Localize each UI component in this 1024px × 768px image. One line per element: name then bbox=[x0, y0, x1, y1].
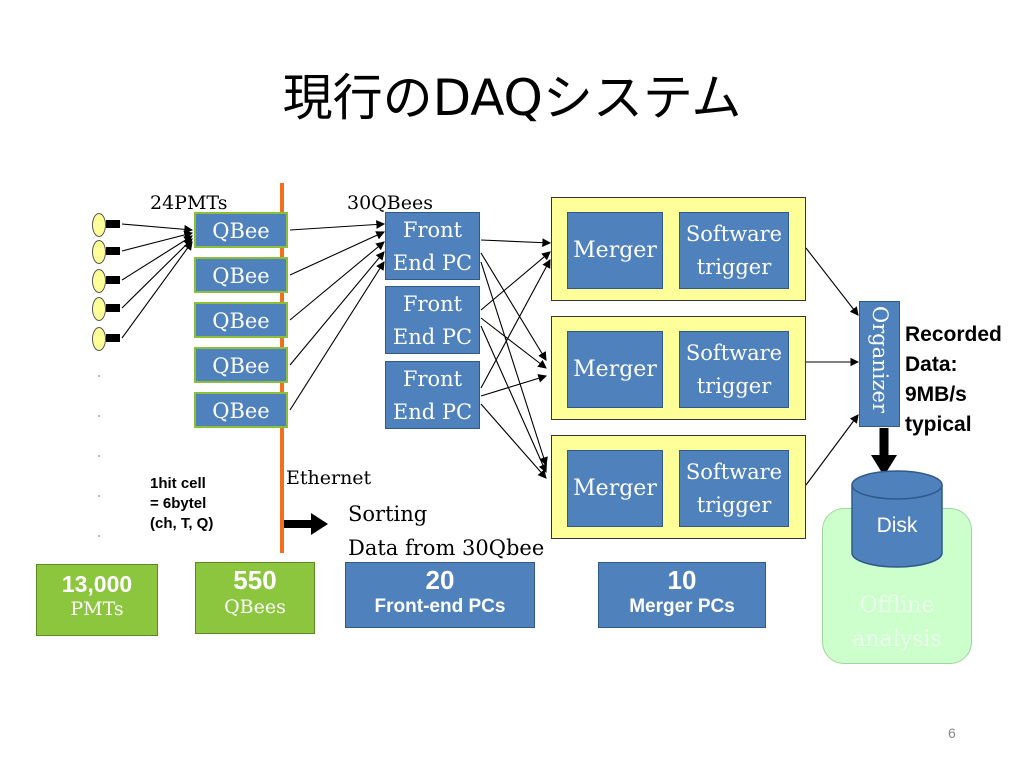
offline-line2: analysis bbox=[852, 627, 942, 652]
slide-title: 現行のDAQシステム bbox=[282, 69, 742, 127]
front-end-count-note: 20 Front-end PCs bbox=[345, 562, 535, 628]
front-end-pc-box: Front End PC bbox=[385, 212, 480, 280]
front-end-pc-box: Front End PC bbox=[385, 286, 480, 354]
pmt-bulb-icon bbox=[92, 327, 106, 351]
recorded-line2: Data: bbox=[905, 353, 958, 376]
merger-group: Merger Software trigger bbox=[551, 435, 806, 539]
pmt-base-icon bbox=[106, 276, 120, 284]
software-trigger-line1: Software bbox=[685, 222, 783, 246]
hit-cell-line3: (ch, T, Q) bbox=[150, 515, 214, 532]
sorting-label: Sorting Data from 30Qbee bbox=[348, 497, 544, 565]
merger-box: Merger bbox=[567, 450, 663, 527]
front-end-count-value: 20 bbox=[425, 565, 455, 595]
front-end-pc-box: Front End PC bbox=[385, 361, 480, 429]
pmt-bulb-icon bbox=[92, 213, 106, 237]
mergers-count-label: Merger PCs bbox=[629, 596, 735, 617]
merger-group: Merger Software trigger bbox=[551, 316, 806, 420]
software-trigger-line1: Software bbox=[685, 460, 783, 484]
ellipsis-dot-icon bbox=[98, 535, 100, 537]
pmt-base-icon bbox=[106, 247, 120, 255]
ethernet-label: Ethernet bbox=[286, 467, 372, 489]
recorded-data-label: Recorded Data: 9MB/s typical bbox=[905, 320, 1002, 440]
disk-label: Disk bbox=[876, 514, 918, 537]
hit-cell-line2: = 6bytel bbox=[150, 495, 207, 512]
software-trigger-line2: trigger bbox=[696, 374, 772, 398]
hit-cell-line1: 1hit cell bbox=[150, 475, 206, 492]
qbee-box: QBee bbox=[194, 392, 288, 428]
pmt-base-icon bbox=[106, 334, 120, 342]
pmt-bulb-icon bbox=[92, 297, 106, 321]
offline-line1: Offline bbox=[859, 593, 935, 618]
ellipsis-dot-icon bbox=[98, 375, 100, 377]
qbees-count-value: 550 bbox=[233, 565, 277, 595]
recorded-line4: typical bbox=[905, 413, 972, 436]
merger-box: Merger bbox=[567, 331, 663, 408]
merger-box: Merger bbox=[567, 212, 663, 289]
ellipsis-dot-icon bbox=[98, 415, 100, 417]
organizer-label: Organizer bbox=[868, 306, 892, 413]
disk-cylinder-icon bbox=[851, 470, 943, 568]
qbees-count-note: 550 QBees bbox=[195, 562, 315, 634]
front-end-pc-line1: Front bbox=[402, 292, 463, 316]
software-trigger-line1: Software bbox=[685, 341, 783, 365]
pmts-count-value: 13,000 bbox=[61, 571, 133, 597]
mergers-count-note: 10 Merger PCs bbox=[598, 562, 766, 628]
qbee-box: QBee bbox=[194, 347, 288, 383]
pmt-bulb-icon bbox=[92, 269, 106, 293]
merger-group: Merger Software trigger bbox=[551, 197, 806, 301]
sorting-line1: Sorting bbox=[348, 502, 428, 526]
front-end-pc-line1: Front bbox=[402, 367, 463, 391]
pmts-per-qbee-label: 24PMTs bbox=[150, 192, 228, 214]
qbees-count-label: QBees bbox=[224, 596, 286, 618]
hit-cell-label: 1hit cell = 6bytel (ch, T, Q) bbox=[150, 474, 213, 534]
sorting-line2: Data from 30Qbee bbox=[348, 536, 545, 560]
ellipsis-dot-icon bbox=[98, 455, 100, 457]
software-trigger-box: Software trigger bbox=[679, 450, 789, 527]
ellipsis-dot-icon bbox=[98, 495, 100, 497]
qbees-per-fepc-label: 30QBees bbox=[347, 192, 433, 214]
page-number: 6 bbox=[948, 725, 956, 741]
pmt-bulb-icon bbox=[92, 240, 106, 264]
front-end-pc-line2: End PC bbox=[392, 400, 473, 424]
software-trigger-box: Software trigger bbox=[679, 331, 789, 408]
recorded-line3: 9MB/s bbox=[905, 383, 967, 406]
software-trigger-line2: trigger bbox=[696, 255, 772, 279]
front-end-pc-line2: End PC bbox=[392, 251, 473, 275]
front-end-count-label: Front-end PCs bbox=[374, 596, 506, 617]
pmts-count-label: PMTs bbox=[70, 598, 124, 620]
pmt-base-icon bbox=[106, 304, 120, 312]
recorded-line1: Recorded bbox=[905, 323, 1002, 346]
front-end-pc-line1: Front bbox=[402, 218, 463, 242]
qbee-box: QBee bbox=[194, 257, 288, 293]
qbee-box: QBee bbox=[194, 302, 288, 338]
qbee-box: QBee bbox=[194, 212, 288, 248]
software-trigger-line2: trigger bbox=[696, 493, 772, 517]
mergers-count-value: 10 bbox=[667, 565, 697, 595]
organizer-box: Organizer bbox=[859, 301, 900, 427]
offline-analysis-label: Offline analysis bbox=[823, 589, 971, 657]
front-end-pc-line2: End PC bbox=[392, 325, 473, 349]
software-trigger-box: Software trigger bbox=[679, 212, 789, 289]
pmt-base-icon bbox=[106, 220, 120, 228]
pmts-count-note: 13,000 PMTs bbox=[36, 564, 158, 636]
